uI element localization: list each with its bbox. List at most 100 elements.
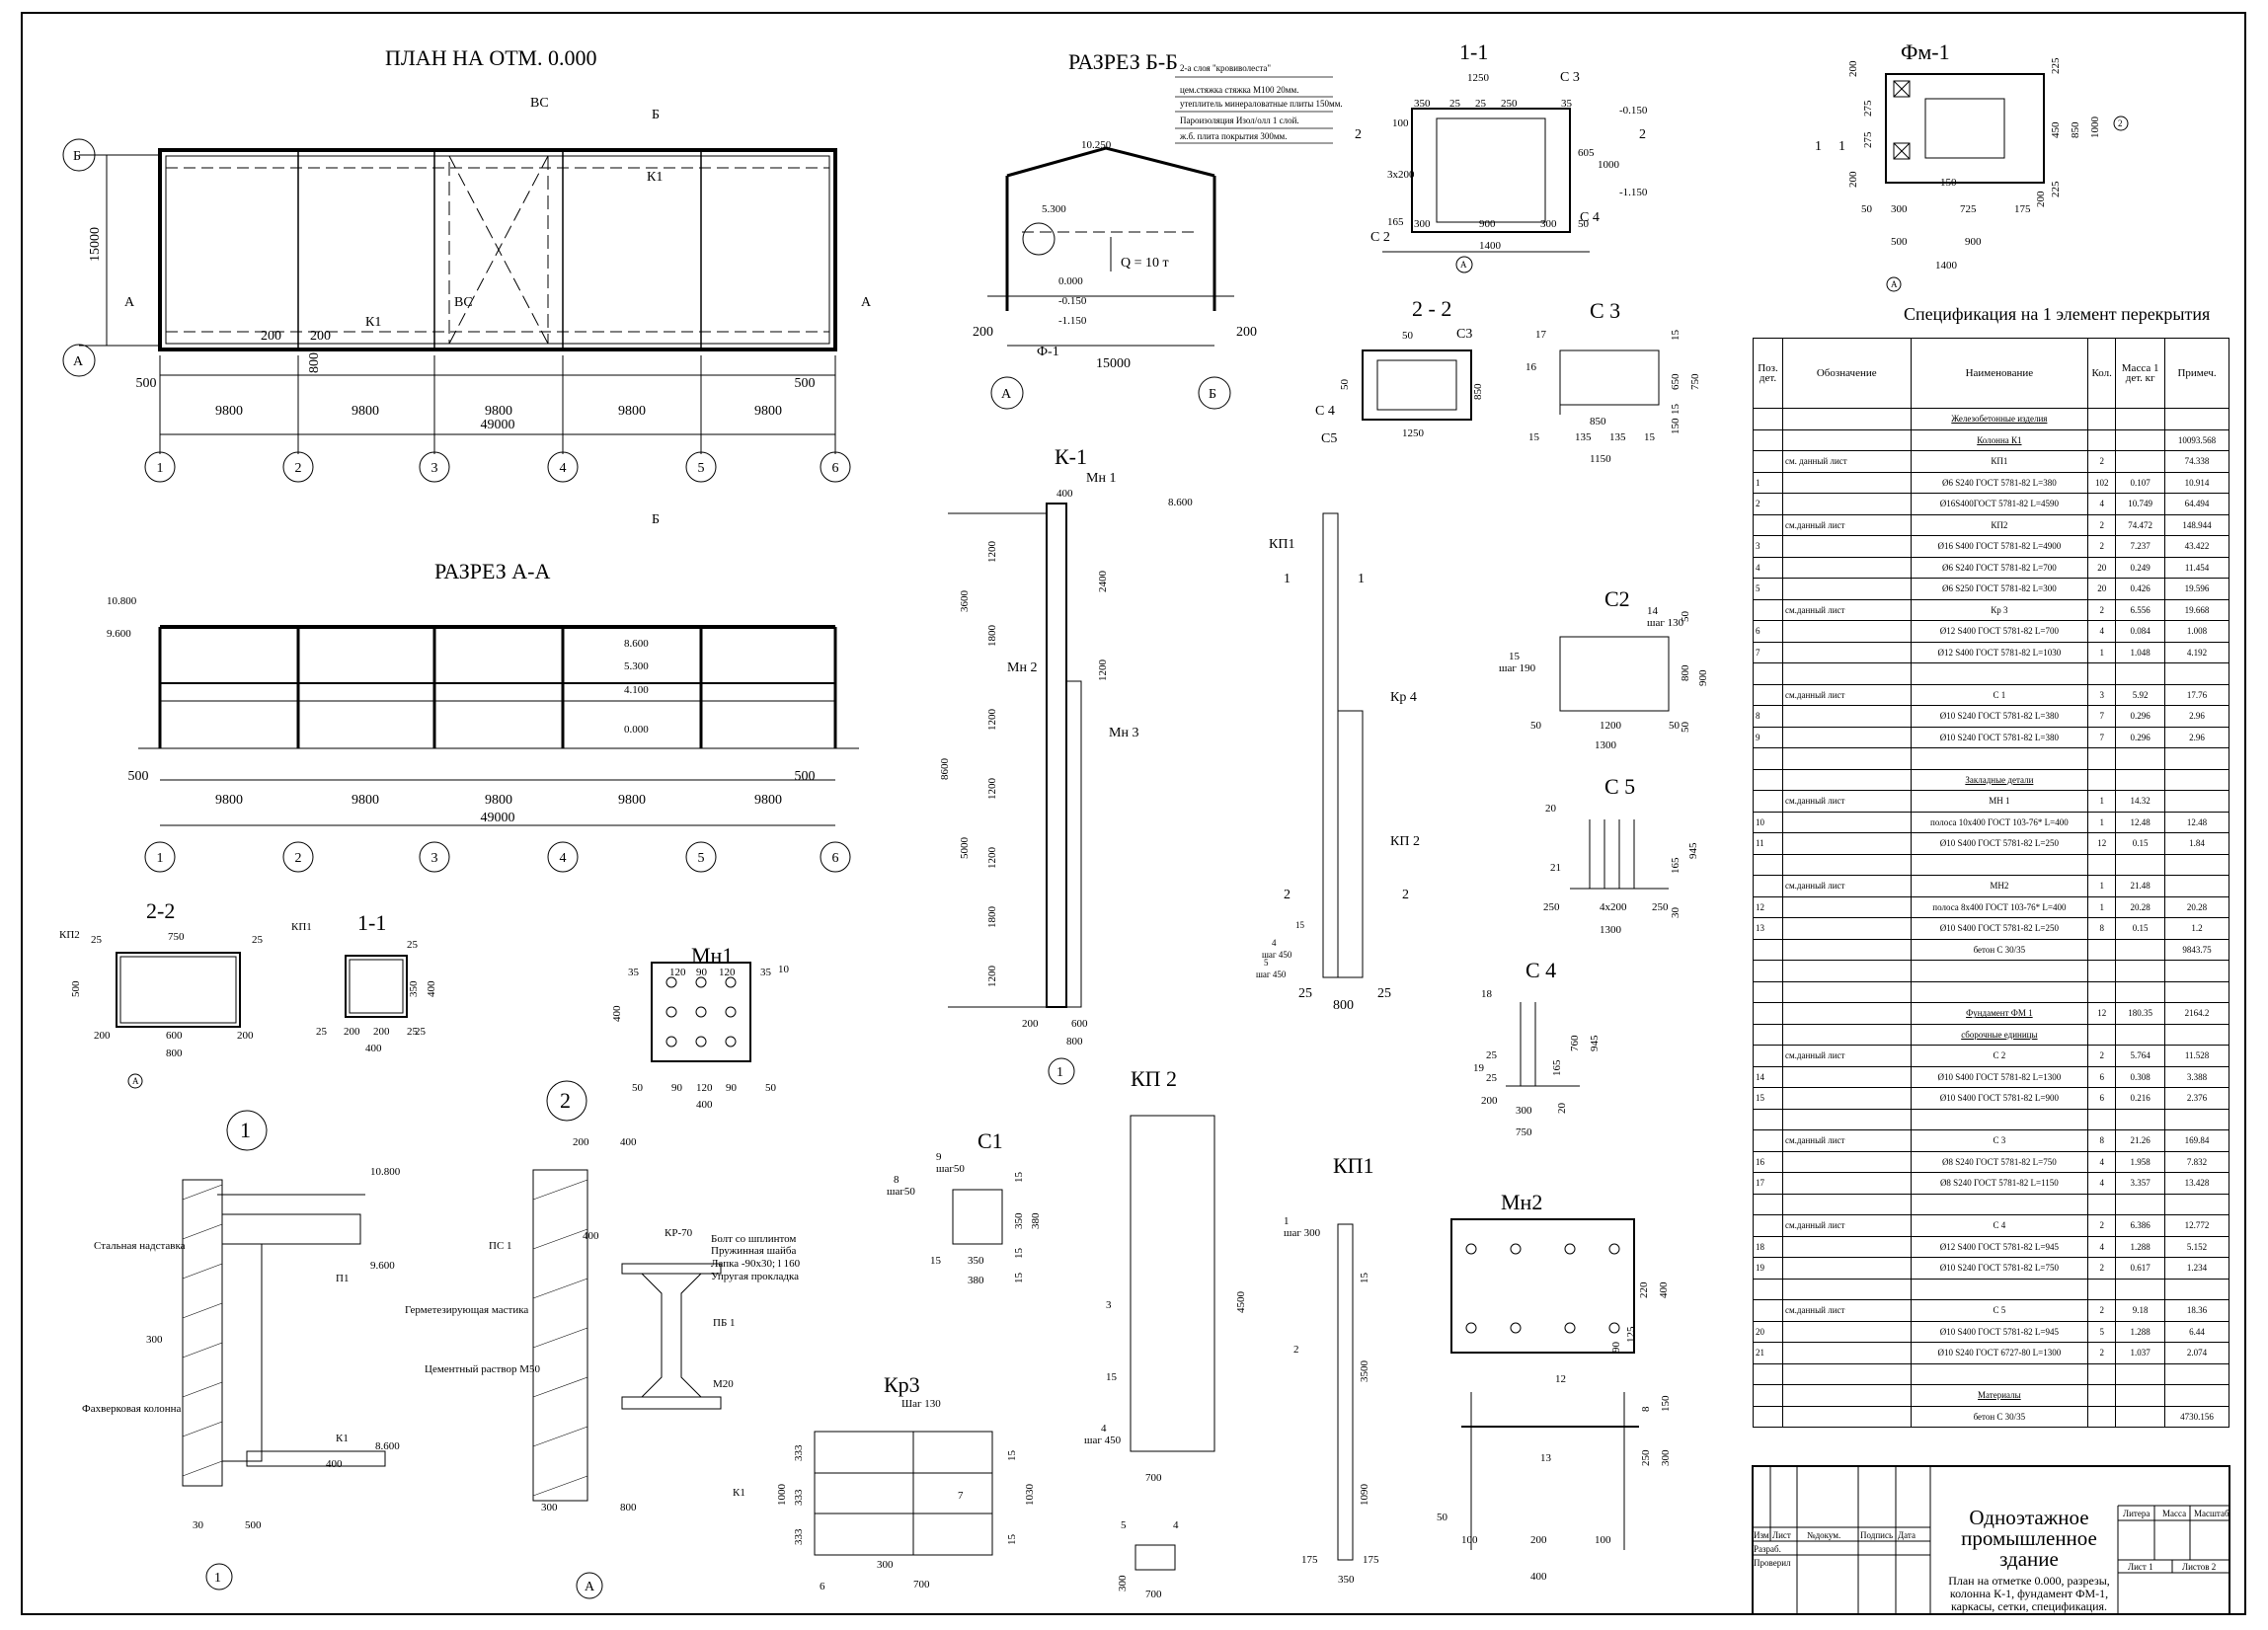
dim-text: шаг 130 — [1647, 617, 1684, 629]
dim-text: 850 — [2070, 121, 2081, 138]
dim-text: 14 — [1647, 605, 1659, 617]
node-2: 2 Болт со шплинтом Пружинная шайба Лапка… — [405, 1080, 801, 1599]
table-cell: МН 1 — [1910, 790, 2089, 813]
dim-text: 200 — [573, 1136, 589, 1148]
table-cell: Материалы — [1910, 1384, 2089, 1407]
table-cell — [1781, 938, 1912, 961]
dim-text: 300 — [877, 1559, 894, 1571]
table-cell: С 1 — [1910, 683, 2089, 706]
dim-text: 650 — [1670, 373, 1681, 390]
table-cell: 64.494 — [2164, 493, 2229, 515]
table-cell: 2 — [2087, 1045, 2117, 1067]
elev-mark: 4.100 — [624, 684, 649, 696]
node-label: Пружинная шайба — [711, 1245, 796, 1257]
table-cell: 20 — [2087, 578, 2117, 600]
dim-text: 25 — [1449, 98, 1461, 110]
dim-text: 175 — [2014, 203, 2031, 215]
part-label: 5 — [1264, 958, 1269, 968]
dim-text: 25 — [1486, 1072, 1498, 1084]
part-label: КП1 — [1269, 537, 1294, 552]
table-cell — [1910, 1193, 2089, 1215]
axis-label: 4 — [560, 851, 567, 866]
elev-mark: 10.250 — [1081, 139, 1112, 151]
table-cell: 4.192 — [2164, 641, 2229, 663]
table-cell: 20 — [2087, 556, 2117, 579]
plan-title: ПЛАН НА ОТМ. 0.000 — [385, 45, 596, 70]
table-cell — [2087, 747, 2117, 770]
dim-text: 15 — [930, 1255, 942, 1267]
dim-text: 50 — [632, 1082, 644, 1094]
dim-text: 25 — [407, 1026, 419, 1038]
table-cell — [2115, 1193, 2166, 1215]
dim-text: 800 — [1680, 664, 1691, 681]
table-cell: 1.288 — [2115, 1235, 2166, 1258]
s22-mid-title: 2 - 2 — [1412, 296, 1451, 321]
table-cell: 2164.2 — [2164, 1002, 2229, 1025]
dim-text: 300 — [1414, 218, 1431, 230]
node-label: Упругая прокладка — [711, 1271, 799, 1282]
table-cell — [1910, 980, 2089, 1003]
dim-text: 15 — [1106, 1371, 1118, 1383]
axis-label: 1 — [214, 1571, 221, 1586]
dim-text: 200 — [1530, 1534, 1547, 1546]
table-cell — [1781, 1320, 1912, 1343]
table-cell: Ø6 S240 ГОСТ 5781-82 L=380 — [1910, 471, 2089, 494]
dim-text: 760 — [1569, 1035, 1581, 1051]
dim-text: 3500 — [1359, 1360, 1370, 1383]
table-cell — [1910, 960, 2089, 982]
node-label: Болт со шплинтом — [711, 1233, 796, 1245]
table-cell — [1781, 1405, 1912, 1428]
table-cell — [2164, 790, 2229, 813]
table-cell: 1 — [1753, 471, 1783, 494]
table-cell — [1753, 1278, 1783, 1300]
table-cell: 2.96 — [2164, 705, 2229, 728]
dim-text: 750 — [168, 931, 185, 943]
table-cell: сборочные единицы — [1910, 1023, 2089, 1046]
dim-text: 90 — [726, 1082, 738, 1094]
table-cell: 1.008 — [2164, 620, 2229, 643]
dim-text: 200 — [2035, 191, 2047, 207]
axis-label: А — [132, 1076, 139, 1086]
table-cell: 0.296 — [2115, 705, 2166, 728]
dim-text: 25 — [1298, 986, 1312, 1001]
table-cell: Ø8 S240 ГОСТ 5781-82 L=1150 — [1910, 1172, 2089, 1195]
node-label: К1 — [336, 1433, 349, 1444]
table-cell — [1781, 428, 1912, 451]
dim-text: 15000 — [1096, 356, 1131, 371]
table-cell — [2115, 980, 2166, 1003]
dim-text: 8 — [894, 1174, 899, 1186]
table-cell — [1753, 513, 1783, 536]
axis-label: А — [1460, 260, 1467, 270]
part-label: 17 — [1535, 329, 1547, 341]
table-cell: 2 — [2087, 1342, 2117, 1364]
spec-header: Масса 1 дет. кг — [2115, 338, 2166, 409]
table-cell — [2164, 980, 2229, 1003]
dim-text: 300 — [1891, 203, 1908, 215]
table-cell: бетон С 30/35 — [1910, 938, 2089, 961]
table-cell — [2087, 768, 2117, 791]
table-cell: Ø10 S400 ГОСТ 5781-82 L=1300 — [1910, 1065, 2089, 1088]
table-cell — [1781, 1257, 1912, 1280]
dim-text: 100 — [1461, 1534, 1478, 1546]
axis-label: 2 — [295, 851, 302, 866]
dim-text: 333 — [793, 1444, 805, 1461]
node-label: К1 — [733, 1487, 745, 1499]
table-cell: 1.048 — [2115, 641, 2166, 663]
dim-text: 1200 — [986, 847, 998, 870]
table-cell: 11.528 — [2164, 1045, 2229, 1067]
table-cell: 74.338 — [2164, 450, 2229, 473]
part-label: 3 — [1106, 1299, 1112, 1311]
table-cell — [2115, 662, 2166, 685]
table-cell — [1753, 1129, 1783, 1152]
table-cell: 13 — [1753, 917, 1783, 940]
table-cell: 21.26 — [2115, 1129, 2166, 1152]
kp1-title: КП1 — [1333, 1153, 1374, 1178]
stamp-row: Разраб. — [1754, 1544, 1781, 1554]
